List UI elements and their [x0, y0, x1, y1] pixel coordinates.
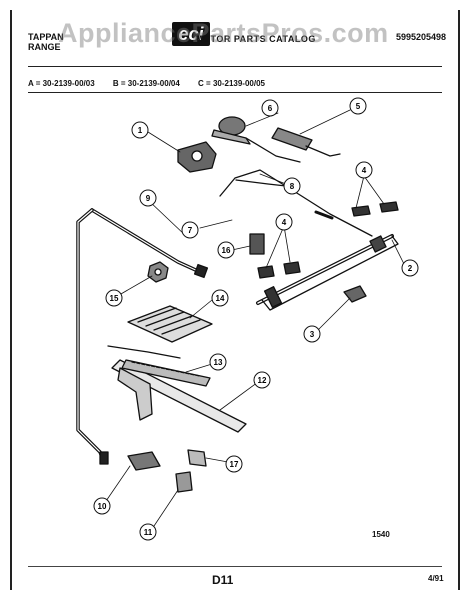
svg-text:3: 3 [310, 330, 315, 339]
burner-bracket [127, 451, 161, 471]
svg-text:16: 16 [222, 246, 231, 255]
figure-number: 1540 [372, 530, 390, 539]
svg-text:13: 13 [214, 358, 223, 367]
burner-valve [177, 141, 217, 173]
callout-8: 8 [283, 177, 301, 195]
page-frame [10, 10, 460, 590]
svg-text:4: 4 [362, 166, 367, 175]
callout-10: 10 [93, 497, 111, 515]
svg-text:17: 17 [230, 460, 239, 469]
burner-supply-tube [76, 208, 209, 465]
header-divider [28, 66, 442, 67]
svg-text:1: 1 [138, 126, 143, 135]
svg-text:11: 11 [144, 528, 153, 537]
valve-bracket [343, 285, 367, 303]
svg-text:8: 8 [290, 182, 295, 191]
callout-11: 11 [139, 523, 157, 541]
oven-burner [111, 359, 247, 433]
manifold-pipe [256, 234, 399, 311]
page-id: D11 [212, 573, 234, 587]
svg-text:14: 14 [216, 294, 225, 303]
model-c: C = 30-2139-00/05 [198, 79, 265, 88]
product-label: RANGE [28, 42, 61, 52]
callout-14: 14 [211, 289, 229, 307]
svg-text:4: 4 [282, 218, 287, 227]
burner-baffle [127, 305, 213, 343]
callout-5: 5 [349, 97, 367, 115]
callout-16: 16 [217, 241, 235, 259]
pilot-tube [235, 179, 287, 187]
spark-module [249, 233, 265, 255]
eci-logo: eci [172, 22, 210, 46]
callout-15: 15 [105, 289, 123, 307]
footer-divider [28, 566, 442, 567]
svg-text:9: 9 [146, 194, 151, 203]
model-divider [28, 92, 442, 93]
catalog-part-number: 5995205498 [395, 32, 446, 42]
callout-12: 12 [253, 371, 271, 389]
callout-13: 13 [209, 353, 227, 371]
upper-gas-line [219, 169, 373, 237]
model-list: A = 30-2139-00/03 B = 30-2139-00/04 C = … [28, 79, 281, 88]
surface-valves-upper [351, 201, 399, 217]
model-a: A = 30-2139-00/03 [28, 79, 95, 88]
svg-text:15: 15 [110, 294, 119, 303]
svg-text:2: 2 [408, 264, 413, 273]
watermark: AppliancePartsPros.com [58, 18, 389, 48]
revision-date: 4/91 [428, 574, 444, 583]
callout-6: 6 [261, 99, 279, 117]
hex-nut [147, 261, 169, 283]
surface-valves-lower [257, 261, 301, 279]
svg-text:10: 10 [98, 502, 107, 511]
svg-text:12: 12 [258, 376, 267, 385]
brand-label: TAPPAN [28, 32, 64, 42]
safety-valve [271, 127, 341, 157]
model-header: TAPPAN RANGE [28, 32, 64, 52]
svg-text:5: 5 [356, 102, 361, 111]
igniter-wire [107, 345, 181, 359]
spacer [187, 449, 207, 467]
callout-1: 1 [131, 121, 149, 139]
callout-17: 17 [225, 455, 243, 473]
callout-2: 2 [401, 259, 419, 277]
catalog-title: MOTOR PARTS CATALOG [195, 34, 316, 44]
callout-4-lower: 4 [275, 213, 293, 231]
broil-burner [121, 359, 211, 387]
svg-text:7: 7 [188, 226, 193, 235]
oven-thermostat [211, 116, 301, 163]
callout-4-upper: 4 [355, 161, 373, 179]
callout-3: 3 [303, 325, 321, 343]
callout-9: 9 [139, 189, 157, 207]
leader-lines [103, 109, 405, 533]
model-b: B = 30-2139-00/04 [112, 79, 180, 88]
callout-7: 7 [181, 221, 199, 239]
clamp [175, 471, 193, 493]
svg-text:6: 6 [268, 104, 273, 113]
